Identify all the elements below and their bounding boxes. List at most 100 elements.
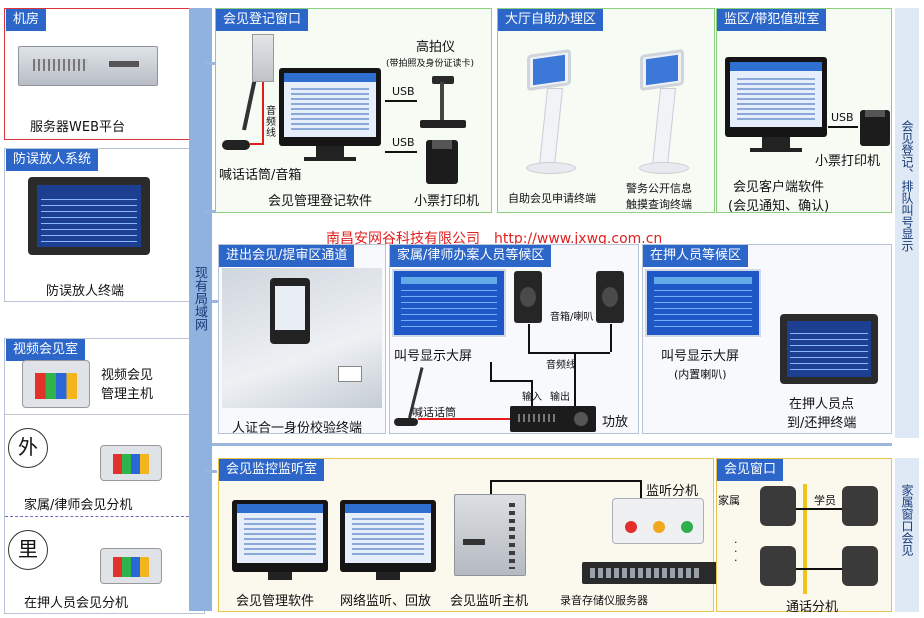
phone-icon xyxy=(842,546,878,586)
screen-input-line xyxy=(490,362,492,380)
phone-link-line xyxy=(796,508,842,510)
mic-caption: 喊话话筒/音箱 xyxy=(219,168,302,183)
family-mic-caption: 喊话话筒 xyxy=(412,406,456,419)
detainee-queue-screen-caption: 叫号显示大屏 xyxy=(661,349,740,364)
outside-badge: 外 xyxy=(8,428,48,468)
video-host-caption-1: 视频会见 xyxy=(101,368,154,383)
connector xyxy=(205,210,217,213)
audio-line-label: 音频线 xyxy=(266,106,276,139)
usb-line-2 xyxy=(385,151,417,153)
kiosk-1-screen-icon xyxy=(527,48,571,92)
amp-caption: 功放 xyxy=(602,415,629,430)
audio-line-v1 xyxy=(528,324,530,352)
camera-note: (带拍照及身份证读卡) xyxy=(386,59,475,69)
kiosk-2-caption-2: 触摸查询终端 xyxy=(626,198,692,211)
listen-extension-caption: 监听分机 xyxy=(646,484,699,499)
printer-caption: 小票打印机 xyxy=(414,194,480,209)
duty-printer-icon xyxy=(860,110,890,146)
listen-host-caption: 会见监听主机 xyxy=(450,594,529,609)
monitor-base xyxy=(304,157,356,161)
section-divider xyxy=(5,414,204,415)
connector xyxy=(205,470,217,473)
listen-monitor-icon xyxy=(340,500,436,572)
audio-line-v2 xyxy=(610,324,612,352)
anti-release-title: 防误放人系统 xyxy=(6,149,99,171)
speaker-2-icon xyxy=(596,271,624,323)
monitor-stand xyxy=(268,572,292,580)
screen-input-line-h xyxy=(490,380,532,382)
kiosk-2-screen-icon xyxy=(640,48,684,92)
hall-panel xyxy=(497,8,715,213)
lan-bar xyxy=(189,8,212,611)
check-in-caption-2: 到/还押终端 xyxy=(787,416,857,431)
audio-line-label: 音频线 xyxy=(546,360,576,371)
phone-icon xyxy=(842,486,878,526)
phone-link-line xyxy=(796,568,842,570)
amp-output-line xyxy=(574,352,576,406)
video-visit-title: 视频会见室 xyxy=(6,339,86,361)
duty-monitor-icon xyxy=(725,57,827,137)
duty-printer-caption: 小票打印机 xyxy=(815,154,881,169)
duty-client-caption-1: 会见客户端软件 xyxy=(733,180,825,195)
check-in-caption-1: 在押人员点 xyxy=(789,397,855,412)
entry-title: 进出会见/提审区通道 xyxy=(219,245,355,267)
monitor-base xyxy=(750,148,802,152)
listen-host-icon xyxy=(454,494,526,576)
audio-red-line-h xyxy=(250,143,264,145)
monitor-stand xyxy=(376,572,400,580)
mgmt-software-caption: 会见管理软件 xyxy=(236,594,315,609)
video-host-caption-2: 管理主机 xyxy=(101,387,154,402)
duty-title: 监区/带犯值班室 xyxy=(717,9,827,31)
family-queue-screen-caption: 叫号显示大屏 xyxy=(394,349,473,364)
inside-badge: 里 xyxy=(8,530,48,570)
registration-monitor-icon xyxy=(279,68,381,146)
mgmt-monitor-icon xyxy=(232,500,328,572)
visit-window-title: 会见窗口 xyxy=(717,459,784,481)
section-divider-dashed xyxy=(5,516,204,517)
video-host-icon xyxy=(22,360,90,408)
kiosk-1-base xyxy=(526,162,576,174)
company-watermark: 南昌安网谷科技有限公司 http://www.jxwg.com.cn xyxy=(326,231,663,247)
detainee-wait-title: 在押人员等候区 xyxy=(643,245,749,267)
phone-icon xyxy=(760,486,796,526)
anti-release-terminal-icon xyxy=(28,177,150,255)
extension-link-line xyxy=(640,480,642,498)
screen-input-line-v xyxy=(531,380,533,406)
registration-title: 会见登记窗口 xyxy=(216,9,309,31)
speaker-box-icon xyxy=(252,34,274,82)
visit-caption: 通话分机 xyxy=(786,600,839,615)
recorder-caption: 录音存储仪服务器 xyxy=(560,594,648,607)
usb-label-1: USB xyxy=(392,85,415,98)
kiosk-2-caption-1: 警务公开信息 xyxy=(626,182,692,195)
kiosk-1-caption: 自助会见申请终端 xyxy=(508,192,596,205)
monitor-stand xyxy=(762,137,790,149)
mic-red-line xyxy=(418,418,510,420)
family-extension-icon xyxy=(100,445,162,481)
monitor-room-title: 会见监控监听室 xyxy=(219,459,325,481)
right-bottom-label: 家属窗口会见 xyxy=(900,484,914,556)
visit-family-label: 家属 xyxy=(718,494,740,507)
amplifier-icon xyxy=(510,406,596,432)
speaker-1-icon xyxy=(514,271,542,323)
mic-speaker-icon xyxy=(222,60,261,155)
audio-red-line-v xyxy=(262,82,264,144)
duty-client-caption-2: (会见通知、确认) xyxy=(728,199,830,214)
family-wait-title: 家属/律师办案人员等候区 xyxy=(390,245,552,267)
entry-caption: 人证合一身份校验终端 xyxy=(232,421,363,436)
detainee-extension-icon xyxy=(100,548,162,584)
inside-caption: 在押人员会见分机 xyxy=(24,596,129,611)
right-top-label: 会见登记、排队叫号显示 xyxy=(900,120,914,252)
connector xyxy=(212,300,220,303)
family-queue-screen-icon xyxy=(392,269,506,337)
phone-icon xyxy=(760,546,796,586)
id-card-icon xyxy=(338,366,362,382)
connector xyxy=(205,62,217,65)
visit-student-label: 学员 xyxy=(814,494,836,507)
right-bottom-bar xyxy=(895,458,919,612)
outside-caption: 家属/律师会见分机 xyxy=(24,498,133,513)
camera-title: 高拍仪 xyxy=(416,40,456,55)
window-divider-bar xyxy=(803,484,807,594)
right-top-bar xyxy=(895,8,919,438)
server-room-caption: 服务器WEB平台 xyxy=(30,120,125,135)
face-verify-terminal-icon xyxy=(270,278,310,344)
